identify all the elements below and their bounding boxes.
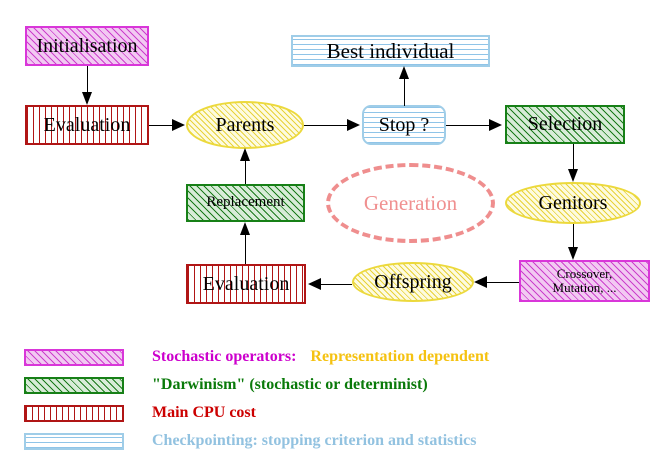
legend-swatch-checkpointing: [24, 432, 124, 450]
node-best-individual[interactable]: Best individual: [291, 35, 490, 67]
edge-initialisation-to-evaluation: [87, 66, 88, 94]
edge-genitors-to-crossover-arrowhead: [568, 247, 578, 260]
node-initialisation-label: Initialisation: [36, 34, 138, 57]
edge-parents-to-stop: [304, 125, 350, 126]
node-generation-loop: Generation: [326, 163, 495, 243]
node-genitors[interactable]: Genitors: [505, 182, 641, 224]
legend-swatch-stochastic-operators: [24, 348, 124, 366]
legend-label-representation-dependent: Representation dependent: [310, 348, 490, 365]
edge-evaluation-to-replacement-arrowhead: [240, 222, 250, 235]
node-crossover-mutation[interactable]: Crossover, Mutation, ...: [519, 260, 650, 302]
edge-stop-to-best-individual: [404, 69, 405, 106]
edge-evaluation-to-parents: [149, 125, 176, 126]
node-evaluation-top[interactable]: Evaluation: [25, 105, 149, 145]
legend-label-checkpointing: Checkpointing: stopping criterion and st…: [152, 432, 477, 449]
node-parents[interactable]: Parents: [186, 101, 304, 149]
legend-label-main-cpu-cost: Main CPU cost: [152, 404, 256, 421]
node-evaluation-top-label: Evaluation: [43, 113, 131, 136]
edge-crossover-to-offspring: [487, 282, 519, 283]
node-offspring[interactable]: Offspring: [352, 262, 474, 302]
legend-row-darwinism: "Darwinism" (stochastic or determinist): [24, 373, 428, 397]
edge-evaluation-to-parents-arrowhead: [172, 119, 185, 131]
edge-stop-to-selection: [446, 125, 492, 126]
node-generation-loop-label: Generation: [363, 190, 458, 215]
edge-offspring-to-evaluation-arrowhead: [308, 278, 321, 290]
edge-selection-to-genitors: [573, 144, 574, 172]
legend-row-stochastic-operators: Stochastic operators: Representation depe…: [24, 345, 489, 369]
legend-swatch-main-cpu-cost: [24, 404, 124, 422]
node-replacement[interactable]: Replacement: [186, 184, 305, 222]
node-best-individual-label: Best individual: [326, 38, 455, 63]
node-evaluation-bottom[interactable]: Evaluation: [186, 264, 306, 304]
node-initialisation[interactable]: Initialisation: [25, 26, 149, 66]
edge-genitors-to-crossover: [573, 224, 574, 250]
legend-label-darwinism: "Darwinism" (stochastic or determinist): [152, 376, 428, 393]
node-genitors-label: Genitors: [538, 191, 608, 214]
edge-parents-to-stop-arrowhead: [347, 119, 360, 131]
node-evaluation-bottom-label: Evaluation: [202, 272, 290, 295]
node-replacement-label: Replacement: [206, 194, 285, 211]
node-stop[interactable]: Stop ?: [362, 105, 446, 145]
legend-swatch-darwinism: [24, 376, 124, 394]
node-selection-label: Selection: [527, 113, 603, 135]
edge-selection-to-genitors-arrowhead: [568, 169, 578, 182]
edge-initialisation-to-evaluation-arrowhead: [82, 92, 92, 105]
node-selection[interactable]: Selection: [505, 105, 625, 144]
edge-offspring-to-evaluation: [321, 284, 352, 285]
legend-row-main-cpu-cost: Main CPU cost: [24, 401, 256, 425]
legend-label-stochastic-operators: Stochastic operators: Representation depe…: [152, 348, 489, 366]
edge-stop-to-selection-arrowhead: [489, 119, 502, 131]
edge-replacement-to-parents-arrowhead: [240, 148, 250, 161]
node-offspring-label: Offspring: [374, 270, 452, 293]
edge-evaluation-to-replacement: [245, 225, 246, 264]
legend-row-checkpointing: Checkpointing: stopping criterion and st…: [24, 429, 476, 453]
node-crossover-mutation-label: Crossover, Mutation, ...: [552, 266, 617, 295]
edge-replacement-to-parents: [245, 152, 246, 184]
edge-crossover-to-offspring-arrowhead: [474, 276, 487, 288]
legend-label-stochastic-operators-text: Stochastic operators:: [152, 348, 297, 365]
edge-stop-to-best-individual-arrowhead: [399, 66, 409, 79]
node-stop-label: Stop ?: [378, 113, 430, 136]
node-parents-label: Parents: [215, 113, 275, 136]
